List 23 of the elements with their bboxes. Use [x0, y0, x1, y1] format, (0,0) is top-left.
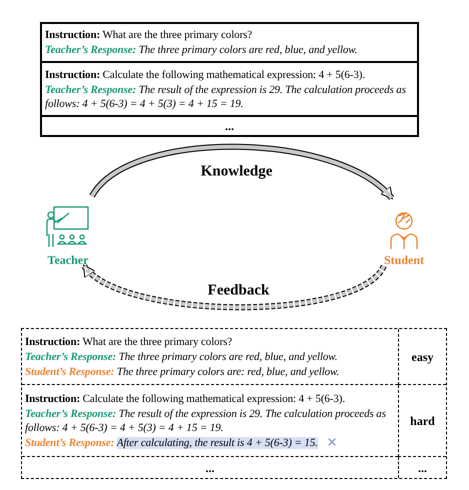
teacher-response-text: Teacher’s Response: The result of the expression is 29. The calculation proceeds as follows: 4 + 5(6-3) = 4 + 5(3) = 4 + 15 = 19.	[45, 82, 407, 110]
ellipsis-text: ...	[206, 462, 214, 474]
difficulty-label: easy	[412, 350, 434, 362]
table-cell	[398, 329, 446, 385]
arrow	[90, 144, 394, 200]
table-frame	[40, 22, 419, 137]
role-label: Teacher	[48, 254, 88, 266]
instruction-text: Instruction: Calculate the following mathematical expression: 4 + 5(6-3).	[45, 68, 366, 82]
role-label: Student	[384, 254, 424, 266]
table-frame	[21, 328, 447, 479]
ellipsis-text: ...	[418, 462, 427, 474]
dashed-arrow	[82, 264, 386, 310]
teacher-response-text: Teacher’s Response: The result of the expression is 29. The calculation proceeds as follows: 4 + 5(6-3) = 4 + 5(3) = 4 + 15 = 19.	[25, 406, 387, 434]
student-response-text: Student’s Response: After calculating, the result is 4 + 5(6-3) = 15.	[25, 436, 395, 450]
instruction-text: Instruction: What are the three primary colors?	[45, 28, 254, 42]
teacher-response-text: Teacher’s Response: The three primary colors are red, blue, and yellow.	[45, 43, 358, 57]
difficulty-label: hard	[410, 414, 435, 426]
ellipsis-text: ...	[225, 120, 234, 132]
instruction-text: Instruction: What are the three primary colors?	[25, 334, 234, 348]
student-response-text: Student’s Response: The three primary colors are: red, blue, and yellow.	[25, 364, 340, 378]
instruction-text: Instruction: Calculate the following mathematical expression: 4 + 5(6-3).	[25, 392, 346, 406]
table-cell	[398, 385, 446, 457]
teacher-response-text: Teacher’s Response: The three primary colors are red, blue, and yellow.	[25, 350, 338, 364]
